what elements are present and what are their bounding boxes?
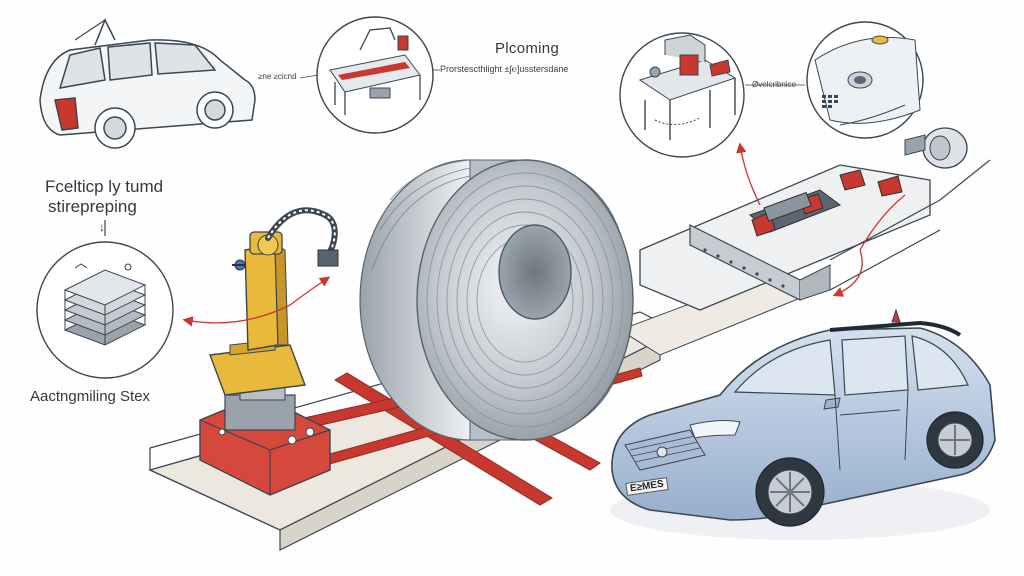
- leader-lines: [299, 69, 805, 86]
- top-center-caption: Prorstescthlight ±ʃ℮]usstersdane: [440, 64, 569, 74]
- press-machine-detail-circle: [619, 32, 745, 158]
- dashboard-detail-circle: [806, 21, 924, 139]
- arrow-arm-to-stack: [182, 304, 291, 327]
- press-line: [639, 127, 991, 311]
- left-heading-line1: Fcelticp ly tumd: [45, 177, 164, 196]
- arrow-arm-to-coil: [289, 276, 331, 306]
- process-arrows: [182, 142, 906, 327]
- arrow-press-to-detail: [736, 142, 761, 206]
- steel-coil: [359, 159, 634, 441]
- blue-car: [610, 308, 996, 540]
- arrow-press-to-car: [832, 249, 863, 297]
- left-heading-line2: stirepreping: [48, 197, 137, 216]
- workbench-detail-circle: [316, 16, 434, 134]
- minivan-sketch: [39, 18, 256, 149]
- car-caption: ≥ne ≥cicnd: [258, 72, 297, 81]
- yellow-robot-arm: [209, 207, 339, 396]
- top-center-title: Plcoming: [495, 40, 560, 57]
- sheet-stack-detail-circle: [36, 241, 174, 379]
- stack-caption: Aactngmiling Stex: [30, 388, 151, 405]
- right-caption: Øvelcribnice: [752, 80, 797, 89]
- left-down-arrow: ↓: [99, 220, 105, 234]
- arrow-press-link: [859, 194, 906, 251]
